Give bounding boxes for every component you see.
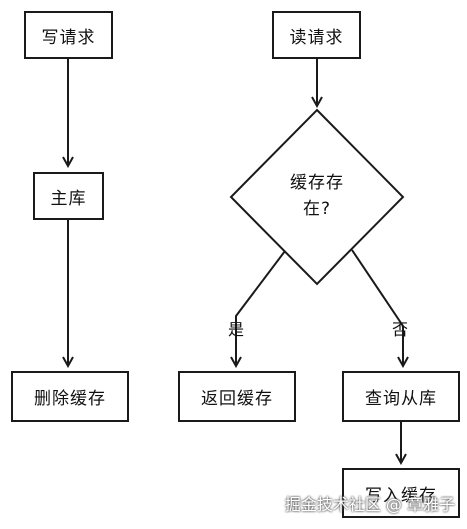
yes-label: 是 — [228, 320, 245, 339]
arrow-yes-branch — [236, 250, 286, 366]
read-request-node: 读请求 — [272, 11, 361, 59]
write-request-node: 写请求 — [24, 11, 113, 59]
master-db-node: 主库 — [33, 172, 104, 220]
return-cache-node: 返回缓存 — [178, 371, 296, 422]
decision-diamond — [229, 108, 405, 286]
decision-label: 缓存存 在? — [257, 170, 377, 222]
decision-label-line1: 缓存存 — [290, 173, 344, 193]
query-db-node: 查询从库 — [342, 371, 460, 422]
write-cache-node: 写入缓存 — [342, 468, 460, 518]
watermark: 掘金技术社区 @ 章雅子 — [284, 495, 455, 514]
arrow-no-branch — [351, 249, 403, 366]
decision-label-line2: 在? — [302, 199, 332, 219]
delete-cache-node: 删除缓存 — [11, 371, 129, 422]
no-label: 否 — [392, 320, 409, 339]
